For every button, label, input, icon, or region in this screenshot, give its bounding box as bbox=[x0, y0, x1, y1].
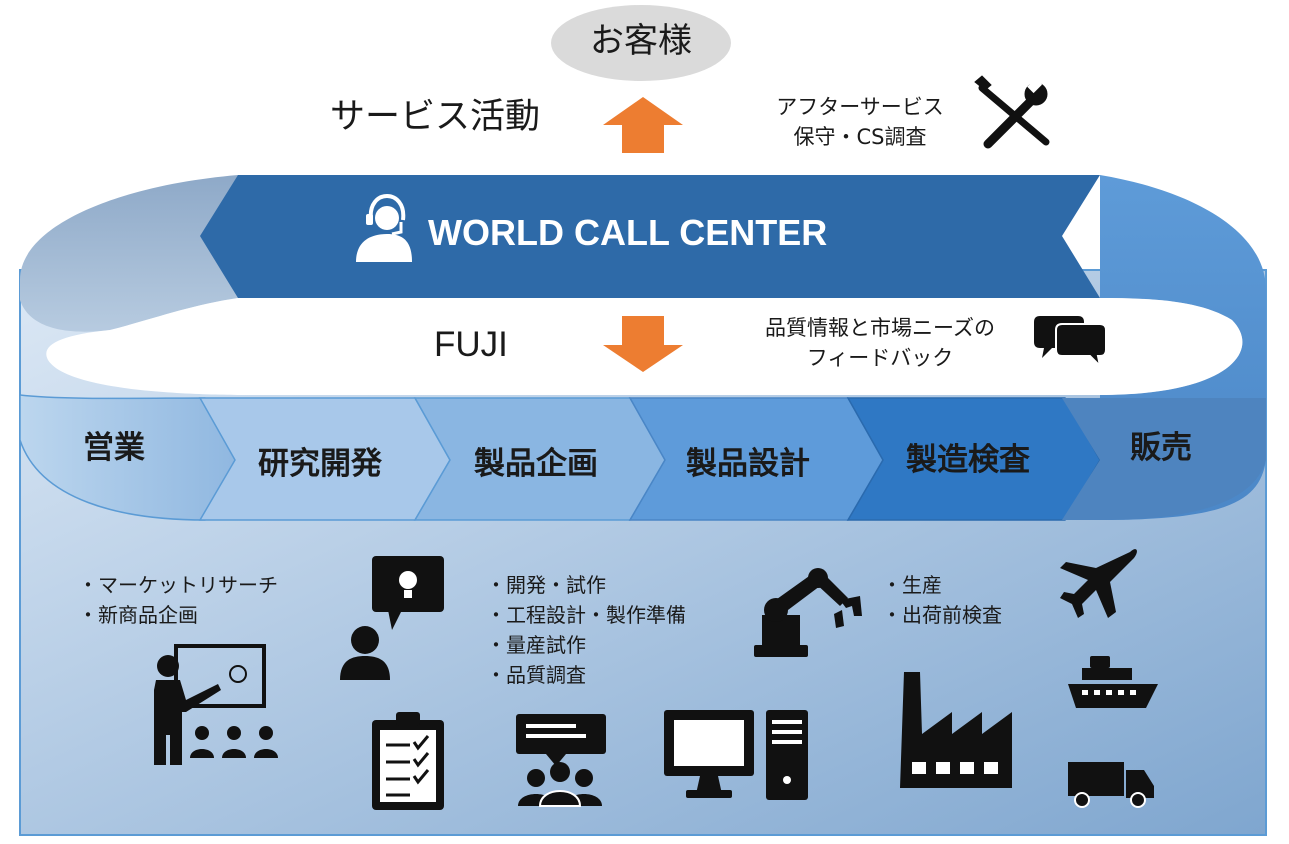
presentation-icon bbox=[154, 644, 278, 765]
feedback-line2: フィードバック bbox=[806, 346, 954, 370]
step-planning: 製品企画 bbox=[474, 446, 598, 482]
ship-icon bbox=[1068, 656, 1158, 708]
sales-bullet-list: ・マーケットリサーチ ・新商品企画 bbox=[78, 570, 278, 630]
after-service-line2: 保守・CS調査 bbox=[793, 125, 927, 149]
list-item: ・量産試作 bbox=[486, 633, 586, 657]
list-item: ・マーケットリサーチ bbox=[78, 573, 278, 597]
operator-headset-icon bbox=[356, 193, 412, 262]
feedback-label: 品質情報と市場ニーズの フィードバック bbox=[730, 313, 1030, 373]
step-sales: 営業 bbox=[83, 430, 145, 466]
truck-icon bbox=[1068, 762, 1154, 808]
feedback-line1: 品質情報と市場ニーズの bbox=[765, 316, 995, 340]
service-activity-label: サービス活動 bbox=[330, 97, 541, 137]
up-arrow bbox=[603, 97, 683, 153]
meeting-group-icon bbox=[516, 714, 606, 807]
after-service-label: アフターサービス 保守・CS調査 bbox=[755, 92, 965, 152]
after-service-line1: アフターサービス bbox=[776, 95, 944, 119]
list-item: ・品質調査 bbox=[486, 663, 586, 687]
band-sales-end bbox=[1062, 398, 1266, 520]
list-item: ・新商品企画 bbox=[78, 603, 198, 627]
wrench-screwdriver-icon bbox=[974, 75, 1050, 149]
chat-bubbles-icon bbox=[1034, 316, 1107, 370]
customer-label: お客様 bbox=[590, 21, 692, 61]
list-item: ・生産 bbox=[882, 573, 942, 597]
banner-arrow bbox=[200, 175, 1100, 298]
call-center-title: WORLD CALL CENTER bbox=[428, 212, 828, 253]
clipboard-checklist-icon bbox=[372, 712, 444, 810]
idea-person-icon bbox=[340, 556, 444, 680]
development-bullet-list: ・開発・試作 ・工程設計・製作準備 ・量産試作 ・品質調査 bbox=[486, 570, 686, 690]
loop-left-fold bbox=[20, 175, 238, 332]
step-design: 製品設計 bbox=[686, 446, 810, 482]
down-arrow bbox=[603, 316, 683, 372]
computer-icon bbox=[664, 710, 808, 800]
step-research: 研究開発 bbox=[258, 446, 382, 482]
customer-ellipse bbox=[551, 5, 731, 81]
step-sales-end: 販売 bbox=[1130, 430, 1192, 466]
list-item: ・開発・試作 bbox=[486, 573, 606, 597]
list-item: ・出荷前検査 bbox=[882, 603, 1002, 627]
step-manufacturing: 製造検査 bbox=[906, 442, 1030, 478]
manufacturing-bullet-list: ・生産 ・出荷前検査 bbox=[882, 570, 1002, 630]
factory-icon bbox=[900, 672, 1012, 788]
list-item: ・工程設計・製作準備 bbox=[486, 603, 686, 627]
robot-arm-icon bbox=[754, 568, 862, 657]
airplane-icon bbox=[1060, 549, 1137, 618]
company-label: FUJI bbox=[434, 325, 508, 364]
